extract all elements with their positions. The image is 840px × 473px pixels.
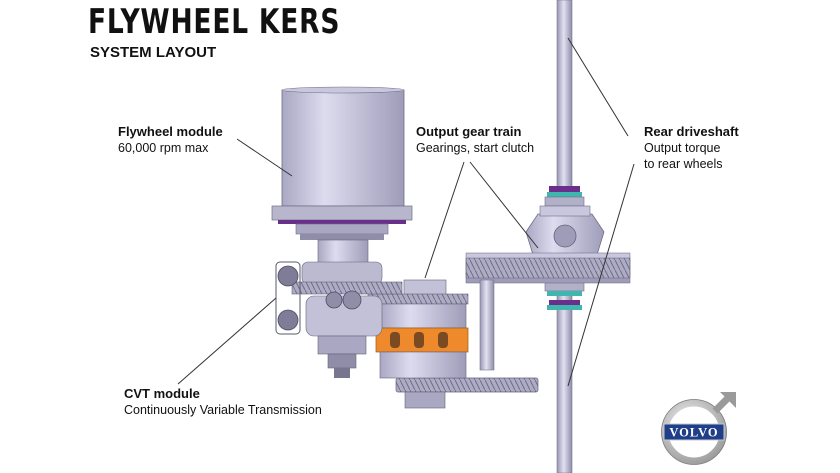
page-subtitle: SYSTEM LAYOUT (90, 44, 217, 61)
leader-cvt (177, 297, 277, 385)
callout-flywheel-desc: 60,000 rpm max (118, 141, 209, 155)
leader-driveshaft-1 (567, 37, 629, 137)
leader-output-gear-1 (424, 161, 465, 279)
callout-driveshaft-title: Rear driveshaft (644, 124, 739, 139)
leader-driveshaft-2 (567, 163, 635, 387)
volvo-logo: VOLVO (661, 392, 736, 465)
leader-flywheel (236, 138, 293, 177)
cvt-module (275, 239, 403, 378)
differential-housing (525, 186, 605, 310)
ring-gear (465, 252, 631, 284)
volvo-badge (663, 423, 725, 441)
callout-flywheel: Flywheel module 60,000 rpm max (118, 124, 223, 156)
volvo-logo-text: VOLVO (669, 426, 718, 440)
callout-cvt-desc: Continuously Variable Transmission (124, 403, 322, 417)
lower-output-gear (395, 377, 539, 409)
callout-cvt: CVT module Continuously Variable Transmi… (124, 386, 322, 418)
callout-output-gear-desc: Gearings, start clutch (416, 141, 535, 155)
countershaft (479, 279, 495, 371)
output-gear-train (367, 279, 469, 379)
callout-output-gear-title: Output gear train (416, 124, 522, 139)
callout-driveshaft-desc: Output torque to rear wheels (644, 141, 723, 171)
callout-flywheel-title: Flywheel module (118, 124, 223, 139)
leader-lines (177, 37, 635, 387)
callout-output-gear: Output gear train Gearings, start clutch (416, 124, 534, 156)
callout-driveshaft: Rear driveshaft Output torque to rear wh… (644, 124, 739, 172)
callout-cvt-title: CVT module (124, 386, 200, 401)
leader-output-gear-2 (469, 161, 539, 249)
page-title: FLYWHEEL KERS (88, 2, 341, 42)
flywheel-module (271, 86, 413, 240)
